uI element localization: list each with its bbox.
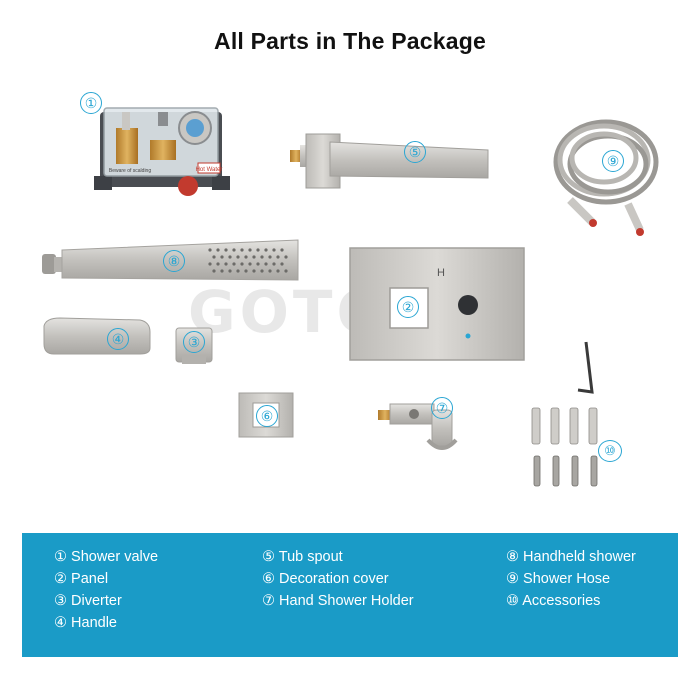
legend-item: ⑥ Decoration cover <box>262 571 389 587</box>
spray-nozzle <box>268 255 272 259</box>
spray-nozzle <box>228 255 232 259</box>
panel: H <box>349 247 525 361</box>
spray-nozzle <box>232 262 236 266</box>
accessories <box>531 407 598 487</box>
spray-nozzle <box>248 262 252 266</box>
legend-item: ⑦ Hand Shower Holder <box>262 593 414 609</box>
spray-nozzle <box>236 255 240 259</box>
spray-nozzle <box>224 262 228 266</box>
page-title: All Parts in The Package <box>214 28 486 54</box>
legend-item: ③ Diverter <box>54 593 122 609</box>
spray-nozzle <box>220 255 224 259</box>
spray-nozzle <box>240 262 244 266</box>
spray-nozzle <box>212 255 216 259</box>
spray-nozzle <box>272 248 276 252</box>
spray-nozzle <box>264 262 268 266</box>
label-5: ⑤ <box>404 141 426 163</box>
shower-valve: Hot Water Beware of scalding <box>94 107 230 196</box>
spray-nozzle <box>224 248 228 252</box>
shower-hose <box>553 119 659 236</box>
legend-item: ④ Handle <box>54 615 117 631</box>
label-2: ② <box>397 296 419 318</box>
spray-nozzle <box>284 255 288 259</box>
spray-nozzle <box>220 269 224 273</box>
tub-spout <box>290 133 489 189</box>
label-3: ③ <box>183 331 205 353</box>
spray-nozzle <box>260 255 264 259</box>
spray-nozzle <box>208 262 212 266</box>
legend-item: ⑧ Handheld shower <box>506 549 636 565</box>
valve-hot-label: Hot Water <box>196 167 223 173</box>
spray-nozzle <box>264 248 268 252</box>
spray-nozzle <box>248 248 252 252</box>
spray-nozzle <box>276 255 280 259</box>
spray-nozzle <box>280 262 284 266</box>
spray-nozzle <box>244 269 248 273</box>
parts-illustration: Hot Water Beware of scalding <box>42 107 659 487</box>
label-8: ⑧ <box>163 250 185 272</box>
parts-legend: ① Shower valve ② Panel ③ Diverter ④ Hand… <box>22 533 678 657</box>
legend-item: ① Shower valve <box>54 549 159 565</box>
parts-stage: GOTO <box>42 92 659 487</box>
spray-nozzle <box>252 269 256 273</box>
handle <box>43 317 151 355</box>
label-1: ① <box>80 92 102 114</box>
spray-nozzle <box>216 262 220 266</box>
handheld-spray-nozzles <box>208 248 288 273</box>
spray-nozzle <box>272 262 276 266</box>
spray-nozzle <box>256 262 260 266</box>
spray-nozzle <box>240 248 244 252</box>
label-6: ⑥ <box>256 405 278 427</box>
legend-item: ⑩ Accessories <box>506 593 601 609</box>
spray-nozzle <box>208 248 212 252</box>
spray-nozzle <box>276 269 280 273</box>
label-4: ④ <box>107 328 129 350</box>
spray-nozzle <box>216 248 220 252</box>
allen-key <box>577 341 594 394</box>
legend-item: ⑨ Shower Hose <box>506 571 611 587</box>
panel-hot-mark: H <box>437 267 445 279</box>
spray-nozzle <box>280 248 284 252</box>
valve-warning-label: Beware of scalding <box>109 168 151 174</box>
legend-item: ⑤ Tub spout <box>262 549 343 565</box>
spray-nozzle <box>212 269 216 273</box>
hand-shower-holder <box>378 403 458 450</box>
spray-nozzle <box>260 269 264 273</box>
label-9: ⑨ <box>602 150 624 172</box>
spray-nozzle <box>268 269 272 273</box>
spray-nozzle <box>232 248 236 252</box>
legend-item: ② Panel <box>54 571 109 587</box>
spray-nozzle <box>284 269 288 273</box>
spray-nozzle <box>252 255 256 259</box>
label-10: ⑩ <box>598 440 622 462</box>
spray-nozzle <box>244 255 248 259</box>
spray-nozzle <box>256 248 260 252</box>
label-7: ⑦ <box>431 397 453 419</box>
spray-nozzle <box>228 269 232 273</box>
spray-nozzle <box>236 269 240 273</box>
